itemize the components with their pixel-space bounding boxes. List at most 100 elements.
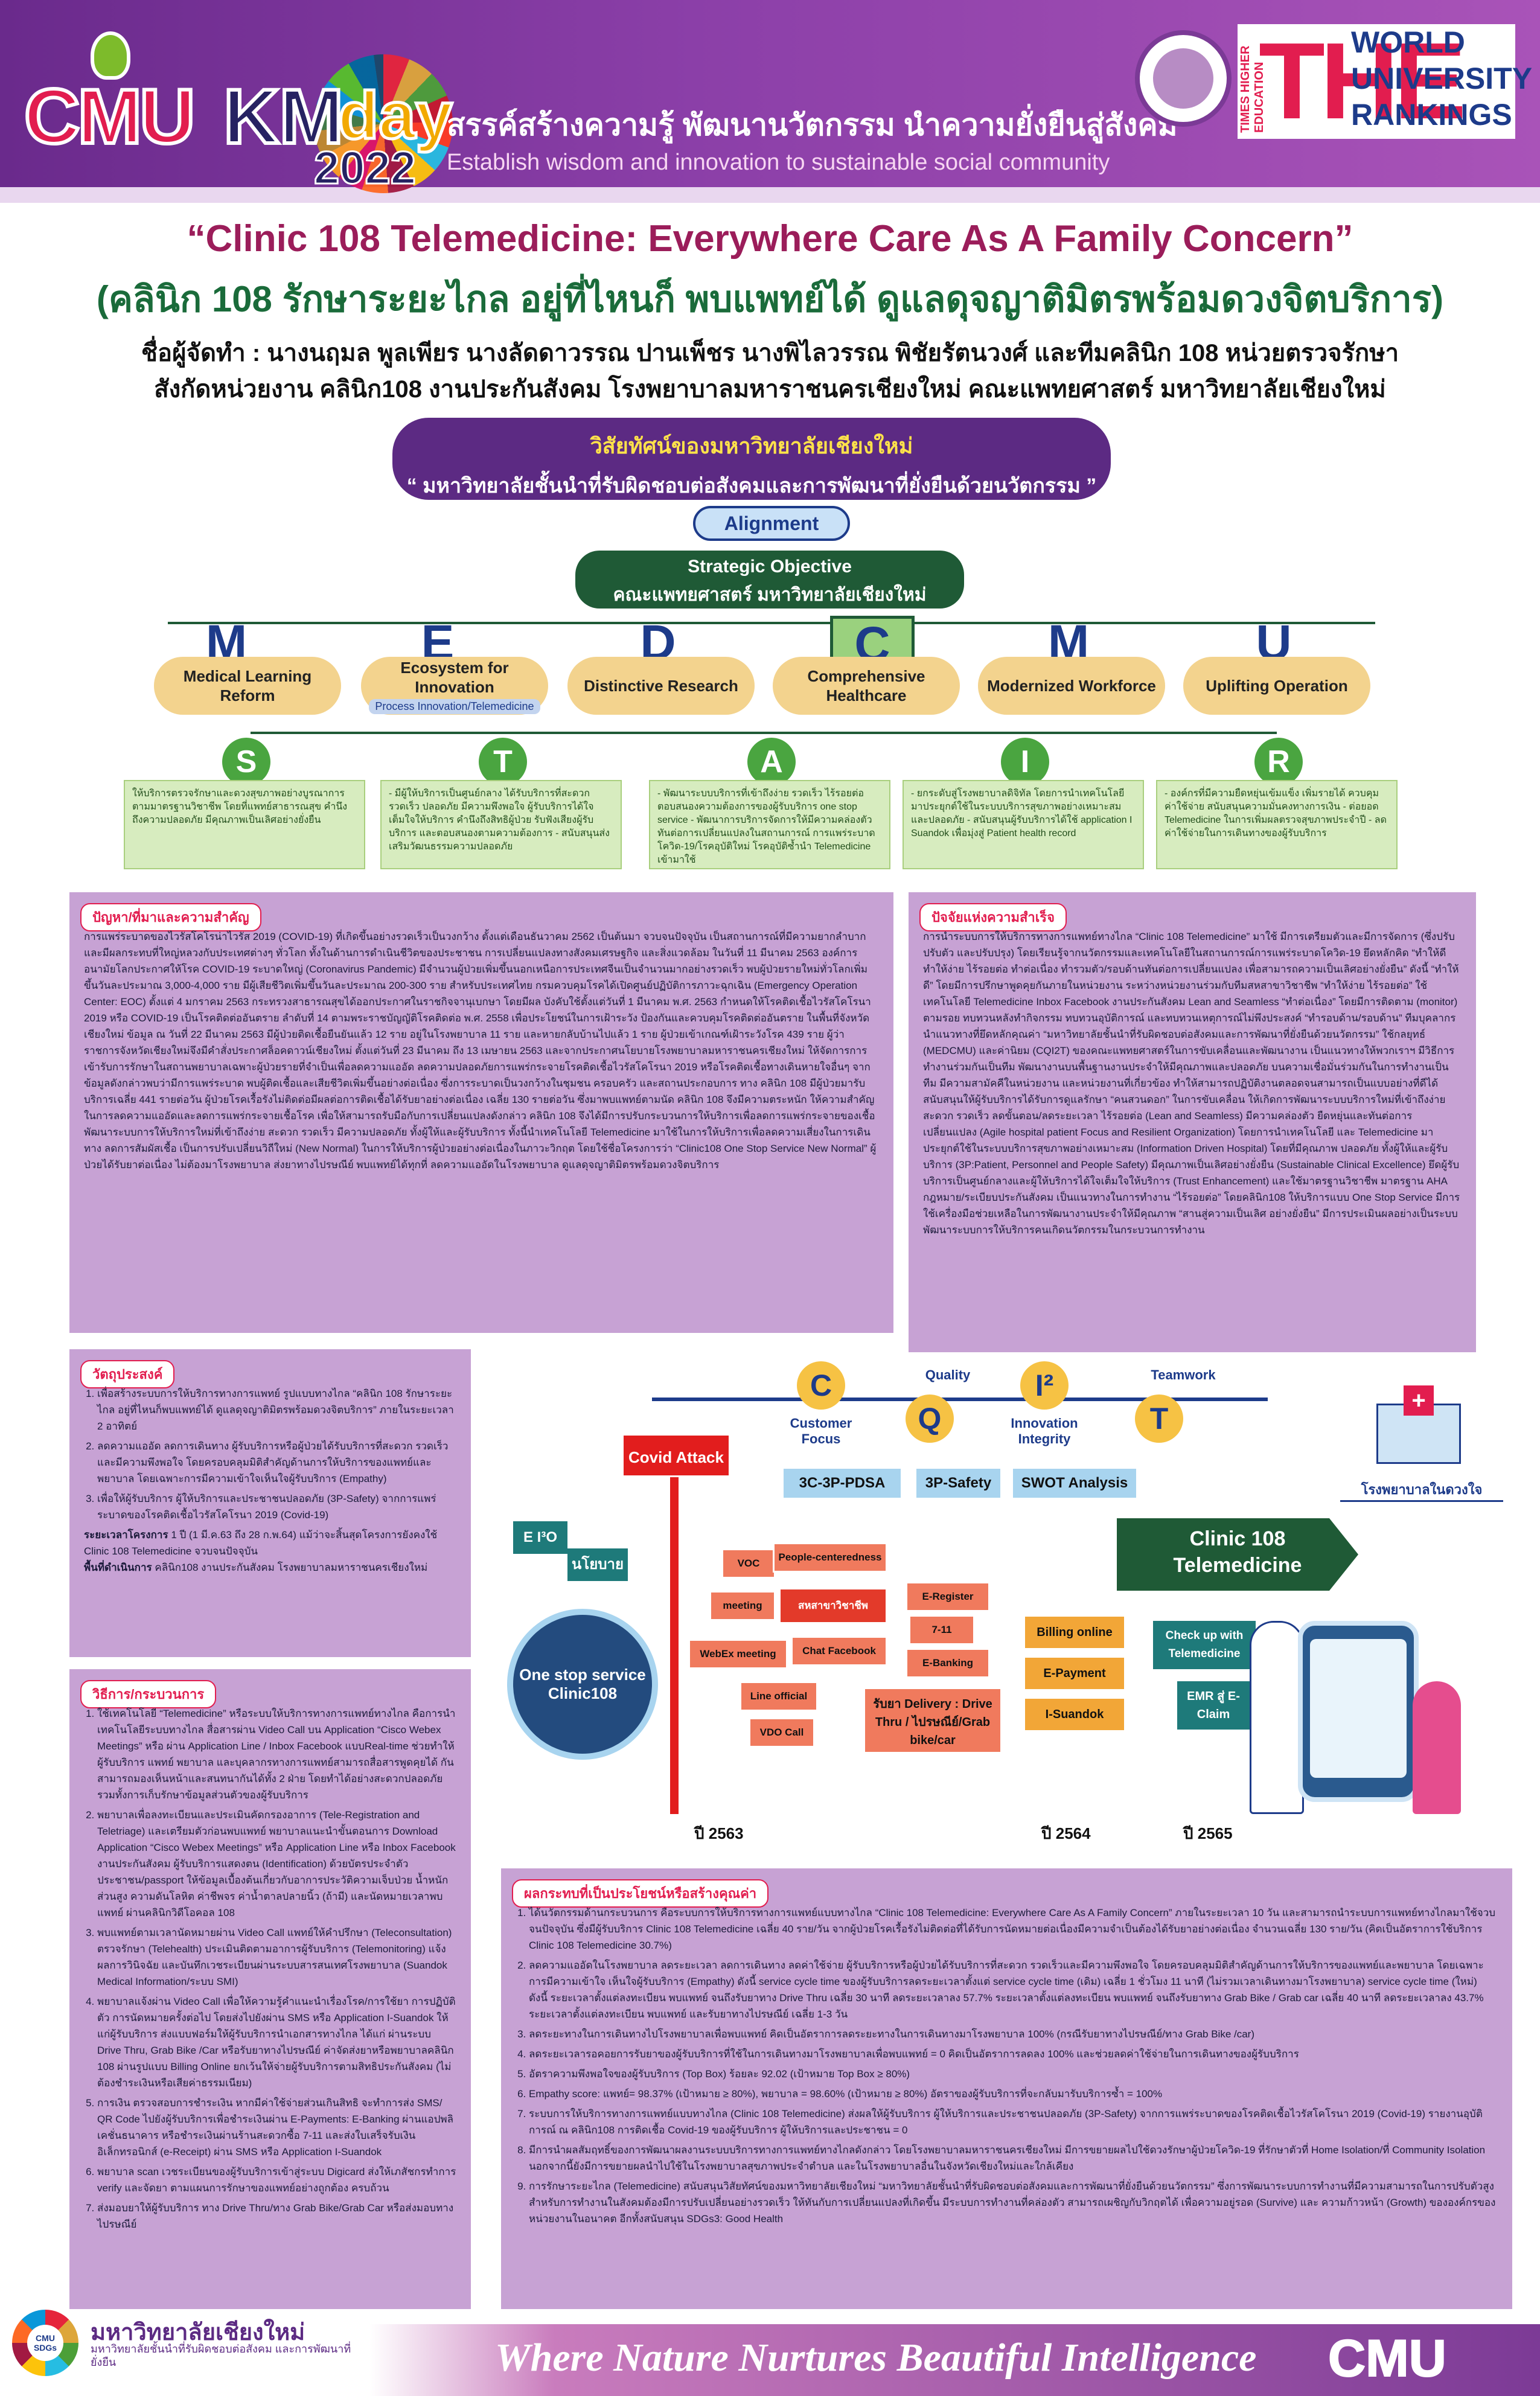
value-label-customer-focus: Customer Focus: [790, 1416, 852, 1446]
stair-box-t: - มีผู้ให้บริการเป็นศูนย์กลาง ได้รับบริก…: [380, 780, 622, 869]
area-value: คลินิก108 งานประกันสังคม โรงพยาบาลมหาราช…: [155, 1562, 428, 1573]
value-circle-q: Q: [906, 1394, 954, 1443]
method-item: พบแพทย์ตามเวลานัดหมายผ่าน Video Call แพท…: [97, 1925, 456, 1990]
the-side-text: TIMES HIGHER EDUCATION: [1239, 45, 1266, 133]
medcmu-pill-research: Distinctive Research: [567, 657, 755, 715]
authors: ชื่อผู้จัดทำ : นางนฤมล พูลเพียร นางลัดดา…: [141, 340, 1399, 366]
box-chat-facebook: Chat Facebook: [791, 1636, 887, 1666]
covid-attack-box: Covid Attack: [622, 1434, 730, 1477]
background-panel: ปัญหา/ที่มาและความสำคัญ การแพร่ระบาดของไ…: [69, 892, 893, 1333]
stair-circle-a: A: [747, 738, 796, 786]
box-people-centeredness: People-centeredness: [773, 1542, 887, 1573]
success-text: การนำระบบการให้บริการทางการแพทย์ทางไกล “…: [923, 931, 1460, 1236]
box-checkup: Check up with Telemedicine: [1153, 1621, 1256, 1669]
the-rankings-text: WORLD UNIVERSITY RANKINGS: [1351, 25, 1533, 132]
policy-box: นโยบาย: [567, 1548, 628, 1581]
box-webex: WebEx meeting: [688, 1639, 788, 1669]
stair-box-r: - องค์กรที่มีความยืดหยุ่นเข้มแข็ง เพิ่มร…: [1156, 780, 1398, 869]
objective-item: เพื่อให้ผู้รับบริการ ผู้ให้บริการและประช…: [97, 1490, 456, 1523]
hospital-cross-icon: +: [1404, 1385, 1434, 1416]
logo-km: KM: [222, 72, 345, 162]
hospital-label: โรงพยาบาลในดวงใจ: [1340, 1479, 1503, 1502]
methods-text: ใช้เทคโนโลยี “Telemedicine” หรือระบบให้บ…: [84, 1705, 456, 2299]
result-item: Empathy score: แพทย์= 98.37% (เป้าหมาย ≥…: [529, 2086, 1498, 2102]
clinic-telemedicine-arrow: Clinic 108 Telemedicine: [1117, 1518, 1358, 1591]
result-item: ได้นวัตกรรมด้านกระบวนการ คือระบบการให้บร…: [529, 1905, 1498, 1954]
result-item: ระบบการให้บริการทางการแพทย์แบบทางไกล (Cl…: [529, 2106, 1498, 2138]
objectives-panel: วัตถุประสงค์ เพื่อสร้างระบบการให้บริการท…: [69, 1349, 471, 1657]
timeline-top-line: [652, 1398, 1268, 1401]
area-label: พื้นที่ดำเนินการ: [84, 1562, 152, 1573]
box-meeting: meeting: [709, 1591, 776, 1621]
box-emr: EMR สู่ E-Claim: [1177, 1681, 1250, 1730]
year-2565: ปี 2565: [1183, 1824, 1233, 1842]
tool-3p-safety: 3P-Safety: [915, 1467, 1002, 1500]
background-text: การแพร่ระบาดของไวรัสโคโรน่าไวรัส 2019 (C…: [84, 931, 877, 1171]
vision-title: วิสัยทัศน์ของมหาวิทยาลัยเชียงใหม่: [590, 433, 913, 458]
value-circle-i2: I²: [1020, 1361, 1069, 1410]
year-2563: ปี 2563: [694, 1824, 744, 1842]
method-item: ส่งมอบยาให้ผู้รับบริการ ทาง Drive Thru/ท…: [97, 2200, 456, 2232]
stair-circle-r: R: [1254, 738, 1303, 786]
process-diagram: Quality Teamwork C Q I² T Customer Focus…: [483, 1361, 1515, 1868]
result-item: ลดระยะเวลารอคอยการรับยาของผู้รับบริการที…: [529, 2046, 1498, 2062]
method-item: การเงิน ตรวจสอบการชำระเงิน หากมีค่าใช้จ่…: [97, 2095, 456, 2160]
box-voc: VOC: [721, 1548, 776, 1579]
box-i-suandok: I-Suandok: [1023, 1697, 1126, 1732]
box-line-official: Line official: [740, 1681, 818, 1711]
stair-box-s: ให้บริการตรวจรักษาและดวงสุขภาพอย่างบูรณา…: [124, 780, 365, 869]
year-2564: ปี 2564: [1041, 1824, 1091, 1842]
results-label: ผลกระทบที่เป็นประโยชน์หรือสร้างคุณค่า: [512, 1879, 769, 1908]
method-item: พยาบาลแจ้งผ่าน Video Call เพื่อให้ความรู…: [97, 1993, 456, 2091]
value-top-quality: Quality: [925, 1367, 971, 1382]
results-text: ได้นวัตกรรมด้านกระบวนการ คือระบบการให้บร…: [516, 1905, 1498, 2299]
the-ranking-logo: [1238, 24, 1515, 139]
footer-university: มหาวิทยาลัยเชียงใหม่: [91, 2320, 305, 2345]
strategy-connector-line: [168, 622, 1375, 624]
stair-box-i: - ยกระดับสู่โรงพยาบาลดิจิทัล โดยการนำเทค…: [903, 780, 1144, 869]
period-value: 1 ปี (1 มี.ค.63 ถึง 28 ก.พ.64) แม้ว่าจะส…: [84, 1529, 438, 1557]
method-item: พยาบาลเพื่อลงทะเบียนและประเมินคัดกรองอาก…: [97, 1807, 456, 1921]
medcmu-pill-workforce: Modernized Workforce: [978, 657, 1165, 715]
result-item: ลดระยะทางในการเดินทางไปโรงพยาบาลเพื่อพบแ…: [529, 2026, 1498, 2042]
result-item: มีการนำผลสัมฤทธิ์ของการพัฒนาผลงานระบบบริ…: [529, 2142, 1498, 2174]
phone-screen: [1310, 1639, 1407, 1778]
box-multidisciplinary: สหสาขาวิชาชีพ: [779, 1588, 887, 1624]
results-panel: ผลกระทบที่เป็นประโยชน์หรือสร้างคุณค่า ได…: [501, 1868, 1512, 2309]
value-circle-t: T: [1135, 1394, 1183, 1443]
methods-label: วิธีการ/กระบวนการ: [80, 1680, 217, 1708]
patient-icon: [1413, 1681, 1461, 1814]
logo-cmu: CMU: [22, 72, 197, 162]
stair-circle-i: I: [1001, 738, 1049, 786]
medcmu-pill-healthcare: Comprehensive Healthcare: [773, 657, 960, 715]
method-item: พยาบาล scan เวชระเบียนของผู้รับบริการเข้…: [97, 2164, 456, 2196]
affiliation: สังกัดหน่วยงาน คลินิก108 งานประกันสังคม …: [154, 376, 1386, 403]
logo-year: 2022: [313, 142, 417, 195]
footer-cmu-logo: CMU: [1328, 2329, 1447, 2388]
objective-item: ลดความแออัด ลดการเดินทาง ผู้รับบริการหรื…: [97, 1438, 456, 1487]
box-vdo-call: VDO Call: [749, 1717, 815, 1748]
footer-university-sub: มหาวิทยาลัยชั้นนำที่รับผิดชอบต่อสังคม แล…: [91, 2343, 351, 2368]
objectives-text: เพื่อสร้างระบบการให้บริการทางการแพทย์ รู…: [84, 1385, 456, 1647]
objective-item: เพื่อสร้างระบบการให้บริการทางการแพทย์ รู…: [97, 1385, 456, 1434]
timeline-red-bar: [670, 1476, 679, 1814]
strategic-objective: Strategic Objective คณะแพทยศาสตร์ มหาวิท…: [575, 551, 964, 609]
stair-circle-s: S: [222, 738, 270, 786]
box-delivery: รับยา Delivery : Drive Thru / ไปรษณีย์/G…: [863, 1687, 1002, 1754]
period-label: ระยะเวลาโครงการ: [84, 1529, 168, 1541]
title-thai: (คลินิก 108 รักษาระยะไกล อยู่ที่ไหนก็ พบ…: [96, 279, 1444, 319]
one-stop-service-circle: One stop service Clinic108: [507, 1609, 658, 1760]
lightbulb-icon: [91, 31, 130, 80]
objectives-label: วัตถุประสงค์: [80, 1360, 175, 1388]
the-letters: THE: [1259, 21, 1466, 142]
success-panel: ปัจจัยแห่งความสำเร็จ การนำระบบการให้บริก…: [909, 892, 1476, 1352]
result-item: อัตราความพึงพอใจของผู้รับบริการ (Top Box…: [529, 2066, 1498, 2082]
medcmu-pill-operation: Uplifting Operation: [1183, 657, 1370, 715]
medcmu-pill-medical: Medical Learning Reform: [154, 657, 341, 715]
university-emblem-icon: [1135, 30, 1232, 127]
methods-panel: วิธีการ/กระบวนการ ใช้เทคโนโลยี “Telemedi…: [69, 1669, 471, 2309]
result-item: ลดความแออัดในโรงพยาบาล ลดระยะเวลา ลดการเ…: [529, 1957, 1498, 2022]
logo-day: day: [337, 77, 455, 155]
success-label: ปัจจัยแห่งความสำเร็จ: [919, 903, 1067, 931]
